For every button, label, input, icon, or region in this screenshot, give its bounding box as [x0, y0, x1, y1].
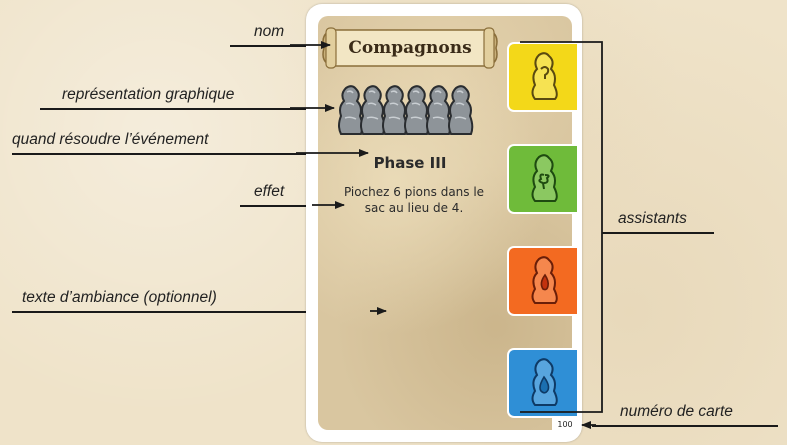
label-effet: effet [254, 183, 285, 200]
orange-assistant-icon [531, 256, 558, 304]
label-assistants: assistants [618, 210, 687, 227]
yellow-assistant-icon [531, 52, 558, 100]
pawn-icon [426, 85, 452, 135]
pawn-icon [360, 85, 386, 135]
label-ambiance: texte d’ambiance (optionnel) [22, 289, 217, 306]
label-nom: nom [254, 23, 285, 40]
assistant-tab-blue [507, 348, 577, 418]
green-assistant-icon [531, 154, 558, 202]
scroll-banner-icon [322, 27, 498, 69]
pawn-icon [448, 85, 474, 135]
assistant-tab-yellow [507, 42, 577, 112]
pawn-icon [404, 85, 430, 135]
label-numero: numéro de carte [620, 403, 733, 420]
card-phase: Phase III [373, 154, 447, 172]
label-quand: quand résoudre l’événement [12, 131, 209, 148]
title-scroll: Compagnons [318, 26, 502, 70]
underline-nom [230, 45, 306, 47]
assistant-tab-orange [507, 246, 577, 316]
card-number: 100 [552, 418, 578, 432]
label-representation: représentation graphique [62, 86, 235, 103]
pawns-icon [338, 85, 474, 135]
card-effect: Piochez 6 pions dans le sac au lieu de 4… [343, 185, 485, 215]
card-title: Compagnons [348, 38, 472, 58]
underline-numero [592, 425, 778, 427]
assistant-tab-green [507, 144, 577, 214]
underline-effet [240, 205, 324, 207]
underline-representation [40, 108, 306, 110]
underline-assistants [602, 232, 714, 234]
pawn-icon [382, 85, 408, 135]
underline-quand [12, 153, 308, 155]
blue-assistant-icon [531, 358, 558, 406]
pawns-graphic [336, 84, 486, 138]
underline-ambiance [12, 311, 382, 313]
pawn-icon [338, 85, 364, 135]
